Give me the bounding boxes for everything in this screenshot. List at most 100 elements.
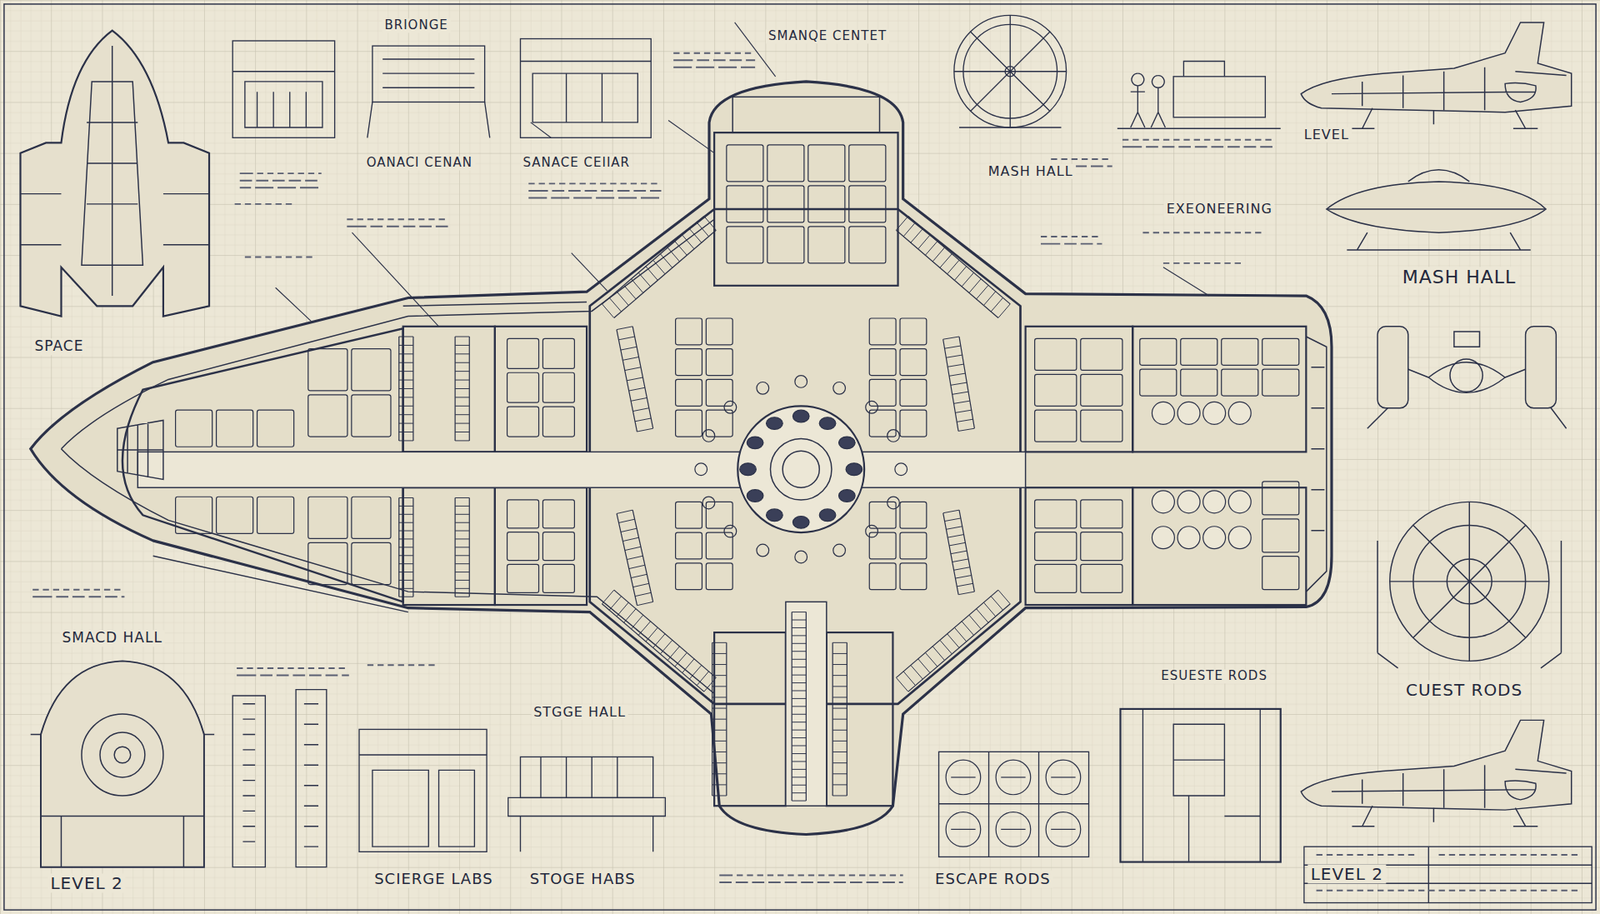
escape-pod-symbol	[1000, 829, 1025, 830]
detail-sketches	[359, 755, 487, 847]
stair-symbol	[943, 510, 975, 595]
console-symbol	[1080, 410, 1123, 442]
console-symbol	[542, 338, 575, 369]
console-symbol	[308, 542, 348, 585]
stair-symbol	[399, 497, 414, 597]
console-symbol	[726, 226, 764, 264]
console-symbol	[1080, 500, 1123, 529]
console-symbol	[542, 406, 575, 437]
stair-symbol	[601, 216, 716, 319]
console-symbol	[808, 226, 845, 264]
seat-symbol	[865, 525, 879, 538]
part-label: BRIONGE	[381, 18, 450, 33]
ship-plan	[117, 420, 164, 480]
console-symbol	[705, 379, 733, 406]
part-label: ESCAPE RODS	[932, 870, 1054, 889]
console-symbol	[849, 185, 886, 223]
console-symbol	[808, 145, 845, 182]
seat-symbol	[766, 509, 784, 522]
part-label: SPACE	[32, 339, 87, 356]
ship-plan	[403, 326, 495, 453]
seat-symbol	[724, 400, 737, 414]
illegible-note	[719, 875, 903, 883]
stair-symbol	[832, 642, 847, 796]
escape-pod-symbol	[945, 812, 981, 848]
console-symbol	[542, 532, 575, 561]
escape-pod-symbol	[1045, 760, 1081, 795]
console-symbol	[1262, 369, 1300, 396]
console-symbol	[849, 145, 886, 182]
detail-sketches	[1130, 73, 1166, 128]
detail-sketches	[1173, 76, 1265, 118]
leader-lines	[275, 22, 1210, 327]
console-symbol	[175, 410, 213, 447]
sheet-frame	[4, 4, 1596, 910]
ship-plan	[1025, 487, 1134, 605]
console-symbol	[1140, 369, 1177, 396]
console-symbol	[308, 395, 348, 437]
ship-plan	[1132, 487, 1306, 605]
console-symbol	[1221, 338, 1259, 365]
escape-pod-symbol	[945, 760, 981, 795]
detail-sketches	[367, 59, 490, 138]
console-symbol	[507, 500, 540, 529]
stair-symbol	[791, 612, 806, 802]
ship-plan	[1025, 326, 1134, 453]
console-symbol	[767, 185, 805, 223]
stair-symbol	[895, 590, 1010, 692]
console-symbol	[675, 563, 703, 590]
ship-plan	[1132, 326, 1306, 453]
illegible-note	[1316, 854, 1415, 856]
console-symbol	[726, 185, 764, 223]
illegible-note	[367, 664, 435, 666]
illegible-note	[1163, 262, 1241, 265]
illegible-note	[235, 203, 293, 205]
detail-sketches	[520, 39, 651, 139]
stair-symbol	[712, 642, 727, 796]
detail-sketches	[939, 751, 1090, 857]
illegible-note	[32, 590, 125, 598]
console-symbol	[507, 338, 540, 369]
console-symbol	[351, 349, 391, 391]
side-ship-views	[1300, 22, 1571, 827]
part-label: SMANQE CENTET	[765, 29, 890, 44]
illegible-note	[240, 173, 322, 188]
side-ship-views	[1450, 359, 1483, 392]
part-label: MASH HALL	[1400, 266, 1520, 288]
part-label: STOGE HABS	[527, 870, 639, 889]
console-symbol	[1262, 338, 1300, 365]
console-symbol	[900, 501, 927, 529]
seat-symbol	[839, 490, 856, 503]
stair-symbol	[616, 326, 654, 432]
stair-symbol	[399, 497, 414, 597]
seat-symbol	[795, 550, 808, 564]
tank-symbol	[1151, 401, 1175, 425]
console-symbol	[767, 145, 805, 182]
console-symbol	[869, 501, 896, 529]
detail-sketches	[939, 751, 1090, 857]
side-ship-views	[1377, 501, 1561, 669]
detail-sketches	[1120, 709, 1280, 863]
console-symbol	[1035, 374, 1077, 406]
detail-sketches	[232, 40, 335, 138]
ship-top-view	[20, 30, 210, 317]
ship-top-view	[20, 30, 210, 317]
leader-lines	[275, 22, 1210, 327]
console-symbol	[542, 564, 575, 593]
console-symbol	[1080, 338, 1123, 370]
detail-sketches	[1117, 60, 1281, 129]
illegible-note	[346, 219, 448, 227]
ship-plan	[770, 438, 831, 500]
console-symbol	[308, 349, 348, 391]
part-label: MASH HALL	[985, 163, 1076, 179]
seat-symbol	[845, 463, 863, 476]
console-symbol	[675, 532, 703, 560]
tank-symbol	[1203, 526, 1226, 550]
tank-symbol	[1177, 526, 1200, 550]
illegible-note	[236, 668, 350, 676]
stair-symbol	[601, 216, 716, 319]
stair-symbol	[712, 642, 727, 796]
console-symbol	[1180, 369, 1218, 396]
seat-symbol	[702, 496, 715, 510]
escape-pod-symbol	[950, 829, 975, 830]
